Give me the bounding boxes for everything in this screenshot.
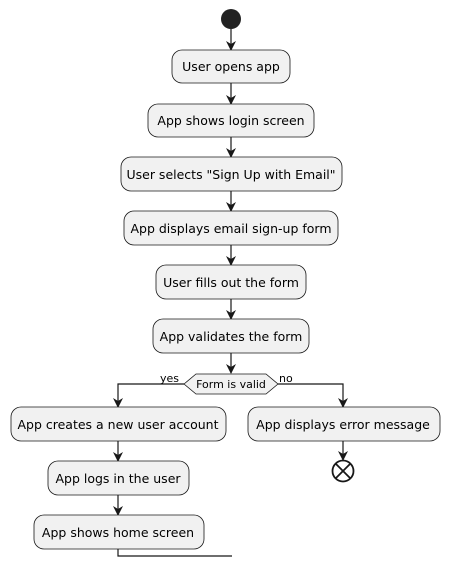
yes-step-3: App shows home screen [33,514,205,550]
edge-decision-yes [113,383,184,408]
decision-node: Form is valid [183,373,279,395]
yes-step-2-label: App logs in the user [55,471,181,486]
step-3: User selects "Sign Up with Email" [120,156,343,192]
end-node-icon [331,459,355,483]
yes-step-2: App logs in the user [47,460,190,496]
step-2: App shows login screen [147,103,315,138]
edge-decision-no [278,383,348,408]
step-5-label: User fills out the form [163,275,299,290]
yes-step-1-label: App creates a new user account [17,417,218,432]
step-1: User opens app [171,49,291,84]
step-4: App displays email sign-up form [123,210,339,246]
edge-yes3-merge [117,549,232,557]
decision-yes-label: yes [160,372,179,385]
step-6: App validates the form [152,318,310,354]
step-3-label: User selects "Sign Up with Email" [126,167,335,182]
step-1-label: User opens app [182,59,280,74]
no-step-1-label: App displays error message [256,417,430,432]
step-2-label: App shows login screen [157,113,304,128]
decision-no-label: no [279,372,293,385]
yes-step-3-label: App shows home screen [42,525,194,540]
step-6-label: App validates the form [160,329,303,344]
start-node [221,9,241,29]
no-step-1: App displays error message [247,406,441,442]
step-4-label: App displays email sign-up form [130,221,331,236]
connectors [113,29,348,557]
step-5: User fills out the form [155,264,307,300]
decision-condition: Form is valid [196,378,266,391]
yes-step-1: App creates a new user account [10,406,227,442]
